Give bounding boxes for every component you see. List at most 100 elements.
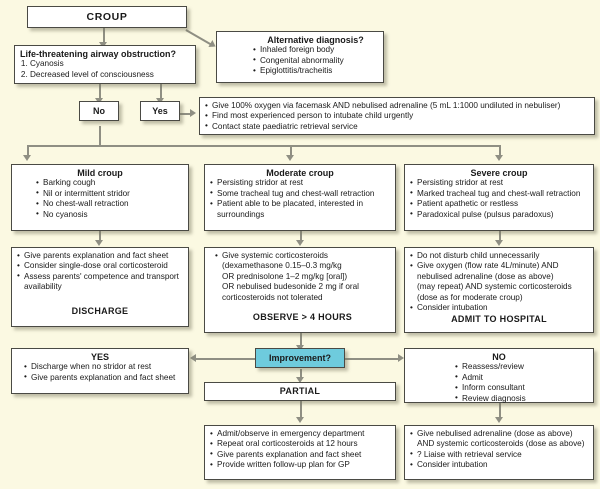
list-item: ? Liaise with retrieval service	[410, 449, 588, 460]
emergency-actions-list: Give 100% oxygen via facemask AND nebuli…	[205, 100, 589, 132]
list-item: Congenital abnormality	[253, 55, 378, 66]
node-decision-yes[interactable]: Yes	[140, 101, 180, 121]
life-threatening-list: Cyanosis Decreased level of consciousnes…	[20, 59, 190, 80]
alternative-diagnosis-list: Inhaled foreign body Congenital abnormal…	[253, 45, 378, 77]
arrowhead-improvement-to-no	[398, 354, 404, 362]
node-mild-croup[interactable]: Mild croup Barking cough Nil or intermit…	[11, 164, 189, 231]
mild-croup-title: Mild croup	[77, 168, 123, 178]
severe-treatment-list: Do not disturb child unnecessarily Give …	[410, 250, 588, 314]
severe-croup-title: Severe croup	[470, 168, 528, 178]
arrowhead-improvement-to-yes	[190, 354, 196, 362]
list-item: No chest-wall retraction	[36, 199, 183, 210]
node-alternative-diagnosis[interactable]: Alternative diagnosis? Inhaled foreign b…	[216, 31, 384, 83]
list-item: Nil or intermittent stridor	[36, 188, 183, 199]
list-item: Persisting stridor at rest	[210, 178, 390, 189]
list-item: Give 100% oxygen via facemask AND nebuli…	[205, 100, 589, 111]
severe-treatment-outcome: ADMIT TO HOSPITAL	[451, 314, 547, 325]
list-item: Consider intubation	[410, 303, 588, 314]
connector-partial-to-actions	[300, 401, 302, 419]
improvement-yes-title: YES	[90, 352, 109, 362]
connector-bus-to-moderate	[290, 145, 292, 157]
list-item: Inhaled foreign body	[253, 45, 378, 56]
life-threatening-title: Life-threatening airway obstruction?	[20, 49, 177, 59]
node-improvement[interactable]: Improvement?	[255, 348, 345, 368]
arrowhead-bus-to-mild	[23, 155, 31, 161]
node-moderate-croup[interactable]: Moderate croup Persisting stridor at res…	[204, 164, 396, 231]
partial-actions-list: Admit/observe in emergency department Re…	[210, 428, 390, 471]
node-mild-treatment[interactable]: Give parents explanation and fact sheet …	[11, 247, 189, 327]
node-improvement-partial[interactable]: PARTIAL	[204, 382, 396, 401]
improvement-no-list: Reassess/review Admit Inform consultant …	[455, 362, 588, 404]
decision-yes-label: Yes	[152, 105, 168, 116]
list-item-continued: (dexamethasone 0.15–0.3 mg/kg	[222, 261, 342, 271]
list-item: Inform consultant	[455, 383, 588, 394]
connector-moderate-to-treatment	[300, 231, 302, 242]
connector-bus-to-mild	[27, 145, 29, 157]
list-item-continued: AND systemic corticosteroids (dose as ab…	[417, 439, 585, 449]
connector-croup-to-lifethreat	[103, 28, 105, 45]
node-emergency-actions[interactable]: Give 100% oxygen via facemask AND nebuli…	[199, 97, 595, 135]
arrowhead-improvement-to-partial	[296, 377, 304, 383]
connector-improvement-to-yes	[196, 358, 256, 360]
improvement-no-title: NO	[492, 352, 506, 362]
connector-severe-to-treatment	[499, 231, 501, 242]
node-improvement-no[interactable]: NO Reassess/review Admit Inform consulta…	[404, 348, 594, 404]
moderate-treatment-outcome: OBSERVE > 4 HOURS	[252, 312, 353, 323]
list-item: Give parents explanation and fact sheet	[24, 372, 183, 383]
list-item-continued: nebulised adrenaline (dose as above)	[417, 271, 554, 281]
node-partial-actions[interactable]: Admit/observe in emergency department Re…	[204, 425, 396, 480]
list-item: No cyanosis	[36, 209, 183, 220]
arrowhead-severe-to-treatment	[495, 240, 503, 246]
list-item-continued: (dose as for moderate croup)	[417, 292, 523, 302]
node-no-actions[interactable]: Give nebulised adrenaline (dose as above…	[404, 425, 594, 480]
node-moderate-treatment[interactable]: Give systemic corticosteroids (dexametha…	[204, 247, 396, 333]
arrowhead-yes-to-emergency	[190, 109, 196, 117]
list-item: Assess parents' competence and transport…	[17, 271, 183, 293]
connector-lifethreat-to-yes	[160, 84, 162, 100]
connector-no-down	[99, 126, 101, 146]
connector-improvement-to-partial	[300, 369, 302, 379]
list-item: Admit/observe in emergency department	[210, 428, 390, 439]
node-croup[interactable]: CROUP	[27, 6, 187, 28]
list-item-continued: corticosteroids not tolerated	[222, 292, 323, 302]
improvement-label: Improvement?	[268, 352, 331, 363]
list-item: Give oxygen (flow rate 4L/minute) AND	[410, 261, 588, 272]
list-item: Decreased level of consciousness	[30, 70, 190, 80]
mild-treatment-outcome: DISCHARGE	[71, 305, 129, 316]
moderate-treatment-list: Give systemic corticosteroids (dexametha…	[215, 250, 390, 303]
list-item: Contact state paediatric retrieval servi…	[205, 121, 589, 132]
node-life-threatening[interactable]: Life-threatening airway obstruction? Cya…	[14, 45, 196, 84]
list-item: Some tracheal tug and chest-wall retract…	[210, 188, 390, 199]
list-item-continued: (may repeat) AND systemic corticosteroid…	[417, 282, 572, 292]
arrowhead-partial-to-actions	[296, 417, 304, 423]
list-item: Epiglottitis/tracheitis	[253, 66, 378, 77]
connector-yes-to-emergency	[180, 113, 192, 115]
list-item: Paradoxical pulse (pulsus paradoxus)	[410, 209, 588, 220]
list-item: Admit	[455, 372, 588, 383]
node-severe-croup[interactable]: Severe croup Persisting stridor at rest …	[404, 164, 594, 231]
severe-croup-list: Persisting stridor at rest Marked trache…	[410, 178, 588, 220]
decision-no-label: No	[93, 105, 105, 116]
list-item-continued: OR prednisolone 1–2 mg/kg [oral])	[222, 271, 348, 281]
node-decision-no[interactable]: No	[79, 101, 119, 121]
list-item: Consider intubation	[410, 460, 588, 471]
list-item: Give parents explanation and fact sheet	[210, 449, 390, 460]
list-item: Patient apathetic or restless	[410, 199, 588, 210]
node-improvement-yes[interactable]: YES Discharge when no stridor at rest Gi…	[11, 348, 189, 394]
list-item: Consider single-dose oral corticosteroid	[17, 261, 183, 272]
list-item-continued: OR nebulised budesonide 2 mg if oral	[222, 282, 359, 292]
list-item: Repeat oral corticosteroids at 12 hours	[210, 439, 390, 450]
alternative-diagnosis-title: Alternative diagnosis?	[267, 35, 364, 45]
connector-moderate-to-improvement	[300, 333, 302, 347]
list-item: Give nebulised adrenaline (dose as above…	[410, 428, 588, 439]
connector-lifethreat-to-no	[99, 84, 101, 100]
list-item: Cyanosis	[30, 59, 190, 69]
arrowhead-mild-to-treatment	[95, 240, 103, 246]
list-item: Discharge when no stridor at rest	[24, 362, 183, 373]
list-item: Review diagnosis	[455, 393, 588, 404]
node-severe-treatment[interactable]: Do not disturb child unnecessarily Give …	[404, 247, 594, 333]
mild-treatment-list: Give parents explanation and fact sheet …	[17, 250, 183, 293]
list-item: Patient able to be placated, interested …	[210, 199, 390, 220]
improvement-yes-list: Discharge when no stridor at rest Give p…	[24, 362, 183, 383]
list-item: Find most experienced person to intubate…	[205, 111, 589, 122]
